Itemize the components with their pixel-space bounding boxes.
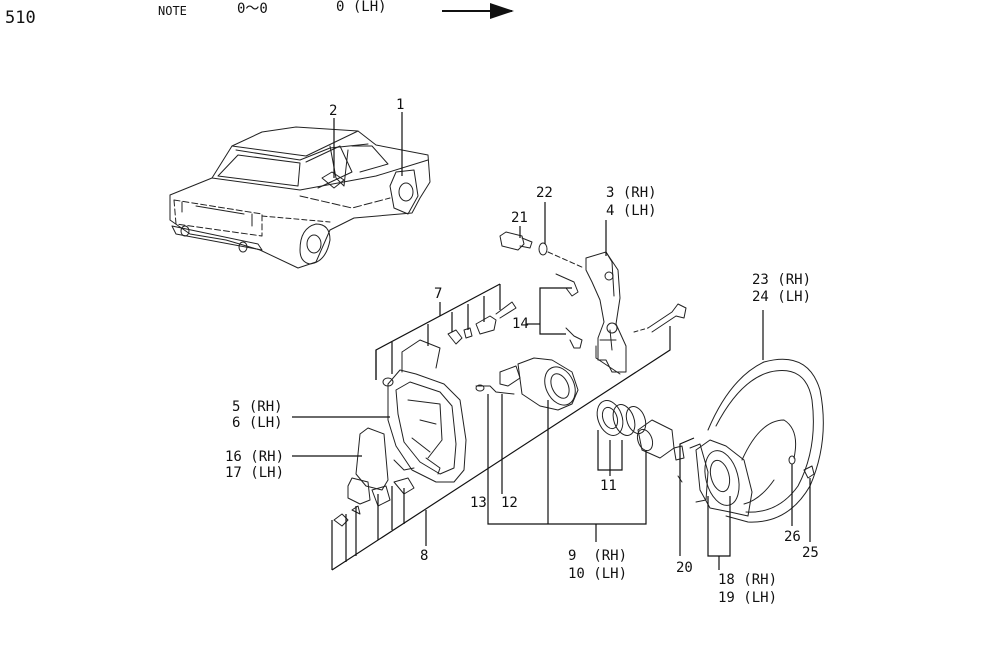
callout-24: 24 (LH)	[752, 289, 812, 305]
car-illustration	[170, 127, 430, 268]
callout-13: 13	[470, 495, 487, 511]
dust-shield	[708, 359, 823, 522]
callout-1: 1	[396, 97, 405, 113]
bracket-bolt	[634, 304, 686, 332]
callout-14: 14	[512, 316, 529, 332]
callout-2: 2	[329, 103, 338, 119]
washer-22	[539, 243, 547, 255]
bolt-25	[804, 466, 814, 478]
callout-21: 21	[511, 210, 528, 226]
callout-16: 16 (RH)	[225, 449, 285, 465]
callout-20: 20	[676, 560, 693, 576]
seals-11	[593, 397, 674, 458]
caliper-body	[383, 340, 466, 482]
small-parts-7	[448, 302, 516, 344]
callout-17: 17 (LH)	[225, 465, 285, 481]
callout-5: 5 (RH)	[232, 399, 283, 415]
note-side: 0 (LH)	[336, 0, 387, 15]
pins-14	[556, 274, 582, 348]
callout-10: 10 (LH)	[568, 566, 628, 582]
note-label: NOTE	[158, 4, 187, 18]
caliper-bracket	[586, 252, 626, 374]
callout-11: 11	[600, 478, 617, 494]
callout-3: 3 (RH)	[606, 185, 657, 201]
callout-8: 8	[420, 548, 429, 564]
callout-19: 19 (LH)	[718, 590, 778, 606]
brake-pads	[334, 428, 414, 526]
bolt-26	[789, 456, 795, 464]
callout-12: 12	[501, 495, 518, 511]
bolt-21	[500, 232, 532, 250]
section-code: 510	[5, 8, 36, 28]
pin-20	[674, 446, 684, 460]
callout-22: 22	[536, 185, 553, 201]
brake-rotor-hub	[690, 440, 752, 516]
callout-4: 4 (LH)	[606, 203, 657, 219]
callout-25: 25	[802, 545, 819, 561]
note-range: 0〜0	[237, 1, 268, 17]
callout-26: 26	[784, 529, 801, 545]
piston-assembly	[476, 358, 581, 410]
callout-23: 23 (RH)	[752, 272, 812, 288]
callout-18: 18 (RH)	[718, 572, 778, 588]
callout-9: 9 (RH)	[568, 548, 628, 564]
callout-6: 6 (LH)	[232, 415, 283, 431]
callout-7: 7	[434, 286, 443, 302]
